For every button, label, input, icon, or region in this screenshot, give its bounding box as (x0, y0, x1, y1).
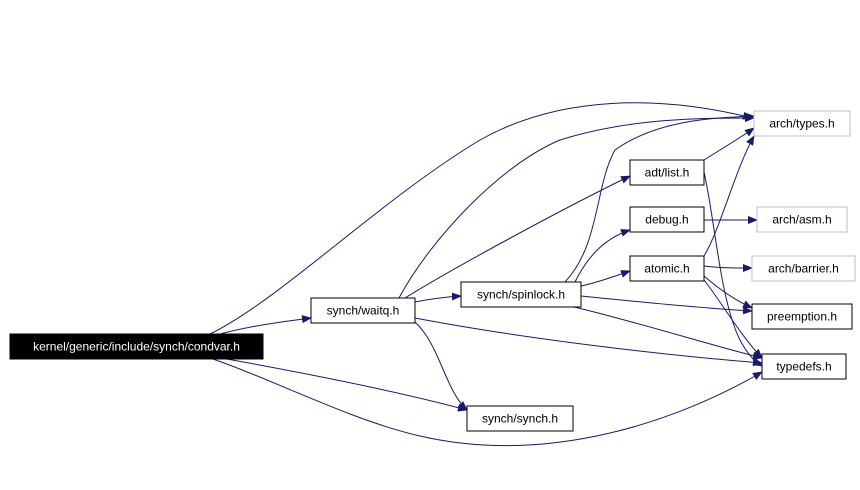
node-label-spinlock: synch/spinlock.h (477, 288, 565, 302)
edge-spinlock-to-preemption (580, 295, 753, 315)
node-atomic[interactable]: atomic.h (629, 255, 705, 282)
node-box-waitq (310, 297, 416, 324)
edge-waitq-to-types (398, 114, 755, 299)
node-box-synch (466, 405, 574, 432)
node-label-synch: synch/synch.h (482, 412, 558, 426)
edge-spinlock-to-debug (574, 229, 631, 283)
node-list[interactable]: adt/list.h (629, 159, 705, 186)
edge-spinlock-to-typedefs (569, 305, 763, 360)
node-label-waitq: synch/waitq.h (327, 304, 400, 318)
edge-waitq-to-typedefs (414, 317, 763, 367)
edges-layer (209, 102, 763, 446)
node-box-list (629, 159, 705, 186)
node-label-list: adt/list.h (645, 166, 690, 180)
edge-waitq-to-list (404, 175, 631, 299)
node-box-types (753, 110, 851, 137)
node-label-preemption: preemption.h (767, 310, 837, 324)
node-typedefs[interactable]: typedefs.h (761, 353, 847, 380)
node-label-asm: arch/asm.h (772, 213, 831, 227)
node-label-types: arch/types.h (769, 117, 834, 131)
node-synch[interactable]: synch/synch.h (466, 405, 574, 432)
edge-atomic-to-types (703, 135, 755, 257)
node-spinlock[interactable]: synch/spinlock.h (460, 281, 582, 308)
edge-atomic-to-preemption (703, 275, 753, 309)
edge-condvar-to-synch (209, 355, 468, 412)
node-preemption[interactable]: preemption.h (751, 303, 853, 330)
node-box-spinlock (460, 281, 582, 308)
node-label-barrier: arch/barrier.h (768, 262, 839, 276)
edge-atomic-to-typedefs (703, 279, 763, 359)
edge-spinlock-to-types (564, 112, 755, 283)
nodes-layer: kernel/generic/include/synch/condvar.h sy… (9, 110, 856, 432)
edge-condvar-to-types (209, 102, 753, 335)
node-box-preemption (751, 303, 853, 330)
node-label-typedefs: typedefs.h (776, 360, 831, 374)
edge-condvar-to-waitq (219, 315, 312, 335)
node-box-barrier (751, 255, 856, 282)
edge-waitq-to-spinlock (414, 292, 462, 303)
edge-waitq-to-synch (414, 321, 468, 411)
node-debug[interactable]: debug.h (629, 206, 705, 233)
node-asm[interactable]: arch/asm.h (756, 206, 848, 233)
node-box-atomic (629, 255, 705, 282)
node-box-asm (756, 206, 848, 233)
node-types[interactable]: arch/types.h (753, 110, 851, 137)
node-box-typedefs (761, 353, 847, 380)
node-box-condvar (9, 333, 264, 360)
edge-spinlock-to-atomic (580, 270, 631, 287)
node-label-condvar: kernel/generic/include/synch/condvar.h (33, 340, 240, 354)
edge-list-to-types (703, 127, 755, 161)
edge-condvar-to-typedefs (209, 357, 763, 446)
edge-atomic-to-barrier (703, 263, 753, 272)
node-label-atomic: atomic.h (644, 262, 689, 276)
node-condvar[interactable]: kernel/generic/include/synch/condvar.h (9, 333, 264, 360)
node-waitq[interactable]: synch/waitq.h (310, 297, 416, 324)
node-box-debug (629, 206, 705, 233)
node-barrier[interactable]: arch/barrier.h (751, 255, 856, 282)
node-label-debug: debug.h (645, 213, 688, 227)
